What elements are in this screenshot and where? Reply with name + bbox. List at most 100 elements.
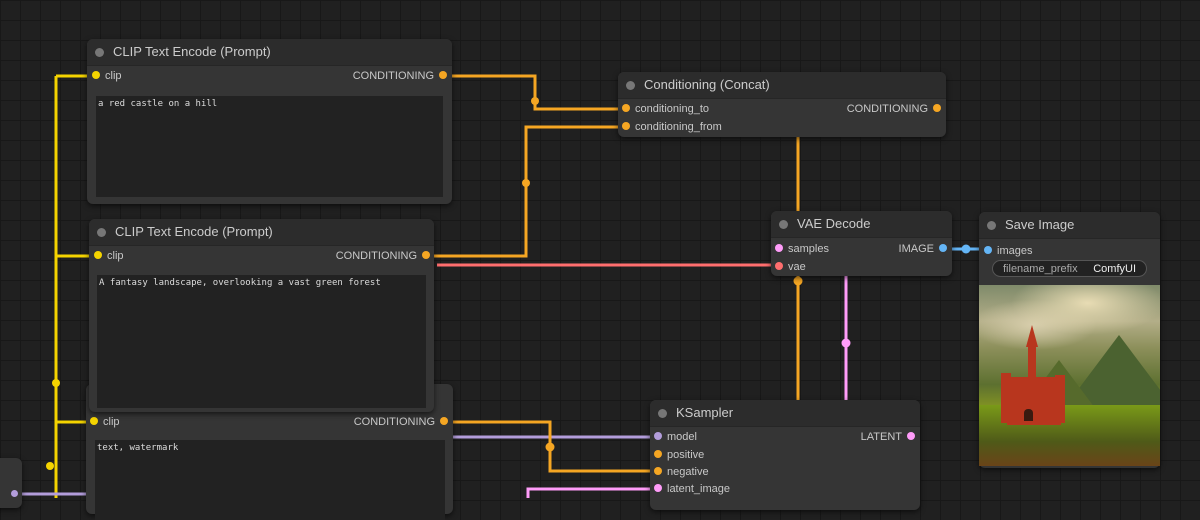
wire-reroute-dot — [522, 179, 530, 187]
slot-label: LATENT — [860, 431, 902, 443]
input-slot-clip[interactable]: clip — [92, 69, 122, 83]
input-slot-conditioning-from[interactable]: conditioning_from — [622, 120, 722, 134]
node-title-text: VAE Decode — [797, 216, 871, 231]
output-slot-conditioning[interactable]: CONDITIONING — [336, 249, 430, 263]
wire-conditioning-to — [442, 74, 626, 111]
collapse-dot-icon[interactable] — [658, 409, 667, 418]
slot-label: negative — [667, 466, 709, 478]
wire-latent-image — [526, 487, 657, 498]
slot-dot-icon[interactable] — [654, 467, 662, 476]
input-slot-samples[interactable]: samples — [775, 242, 829, 256]
slot-label: vae — [788, 261, 806, 273]
node-title-text: KSampler — [676, 405, 734, 420]
input-slot-vae[interactable]: vae — [775, 260, 806, 274]
slot-dot-icon[interactable] — [622, 104, 630, 113]
widget-label: filename_prefix — [1003, 263, 1078, 275]
slot-dot-icon[interactable] — [90, 417, 98, 426]
wire-reroute-dot — [961, 244, 971, 254]
slot-dot-icon[interactable] — [775, 244, 783, 253]
node-clip-text-encode-landscape[interactable]: CLIP Text Encode (Prompt) clip CONDITION… — [89, 219, 434, 412]
output-slot-conditioning[interactable]: CONDITIONING — [354, 415, 448, 429]
node-title-text: CLIP Text Encode (Prompt) — [115, 224, 273, 239]
filename-prefix-widget[interactable]: filename_prefix ComfyUI — [992, 260, 1147, 277]
slot-label: clip — [103, 416, 120, 428]
slot-label: clip — [105, 70, 122, 82]
wire-reroute-dot — [531, 97, 539, 105]
slot-label: clip — [107, 250, 124, 262]
slot-dot-icon[interactable] — [939, 244, 947, 253]
slot-label: samples — [788, 243, 829, 255]
input-slot-clip[interactable]: clip — [90, 415, 120, 429]
image-preview[interactable] — [979, 285, 1160, 466]
slot-dot-icon[interactable] — [654, 450, 662, 459]
widget-value: ComfyUI — [1093, 263, 1136, 275]
slot-dot-icon[interactable] — [984, 246, 992, 255]
node-save-image[interactable]: Save Image images filename_prefix ComfyUI — [979, 212, 1160, 468]
slot-dot-icon[interactable] — [654, 484, 662, 493]
node-vae-decode[interactable]: VAE Decode samples vae IMAGE — [771, 211, 952, 276]
output-slot-latent[interactable]: LATENT — [861, 430, 915, 444]
node-title[interactable]: Conditioning (Concat) — [618, 72, 946, 99]
input-slot-positive[interactable]: positive — [654, 448, 704, 462]
slot-label: CONDITIONING — [335, 250, 417, 262]
wire-conditioning-from — [426, 125, 626, 258]
wire-reroute-dot — [52, 379, 60, 387]
node-title-text: CLIP Text Encode (Prompt) — [113, 44, 271, 59]
collapse-dot-icon[interactable] — [626, 81, 635, 90]
input-slot-images[interactable]: images — [984, 244, 1032, 258]
slot-dot-icon[interactable] — [654, 432, 662, 441]
slot-dot-icon[interactable] — [440, 417, 448, 426]
input-slot-latent-image[interactable]: latent_image — [654, 482, 730, 496]
slot-dot-icon[interactable] — [775, 262, 783, 271]
collapse-dot-icon[interactable] — [987, 221, 996, 230]
input-slot-model[interactable]: model — [654, 430, 697, 444]
prompt-textarea[interactable]: text, watermark — [95, 440, 445, 520]
collapse-dot-icon[interactable] — [779, 220, 788, 229]
node-conditioning-concat[interactable]: Conditioning (Concat) conditioning_to co… — [618, 72, 946, 137]
node-partial-left[interactable] — [0, 458, 22, 508]
node-title-text: Save Image — [1005, 217, 1075, 232]
collapse-dot-icon[interactable] — [95, 48, 104, 57]
slot-label: CONDITIONING — [352, 70, 434, 82]
node-title[interactable]: VAE Decode — [771, 211, 952, 238]
slot-label: images — [997, 245, 1033, 257]
node-title[interactable]: CLIP Text Encode (Prompt) — [89, 219, 434, 246]
output-slot-conditioning[interactable]: CONDITIONING — [847, 102, 941, 116]
output-slot-dot[interactable] — [11, 490, 18, 497]
output-slot-conditioning[interactable]: CONDITIONING — [353, 69, 447, 83]
slot-label: conditioning_to — [635, 103, 710, 115]
input-slot-conditioning-to[interactable]: conditioning_to — [622, 102, 709, 116]
slot-dot-icon[interactable] — [439, 71, 447, 80]
prompt-textarea[interactable]: A fantasy landscape, overlooking a vast … — [97, 275, 426, 408]
input-slot-clip[interactable]: clip — [94, 249, 124, 263]
node-title[interactable]: CLIP Text Encode (Prompt) — [87, 39, 452, 66]
node-ksampler[interactable]: KSampler model positive negative latent_… — [650, 400, 920, 510]
wire-reroute-dot — [841, 338, 851, 348]
wire-reroute-dot — [46, 462, 54, 470]
slot-label: model — [667, 431, 697, 443]
slot-label: CONDITIONING — [353, 416, 435, 428]
slot-dot-icon[interactable] — [907, 432, 915, 441]
wire-clip — [54, 74, 97, 498]
slot-label: latent_image — [667, 483, 730, 495]
slot-label: IMAGE — [898, 243, 934, 255]
wire-reroute-dot — [793, 276, 803, 286]
slot-label: positive — [667, 449, 705, 461]
collapse-dot-icon[interactable] — [97, 228, 106, 237]
wire-model — [22, 435, 657, 496]
slot-dot-icon[interactable] — [94, 251, 102, 260]
node-title[interactable]: KSampler — [650, 400, 920, 427]
slot-dot-icon[interactable] — [92, 71, 100, 80]
node-title-text: Conditioning (Concat) — [644, 77, 770, 92]
node-title[interactable]: Save Image — [979, 212, 1160, 239]
slot-dot-icon[interactable] — [933, 104, 941, 113]
prompt-textarea[interactable]: a red castle on a hill — [96, 96, 443, 197]
slot-dot-icon[interactable] — [422, 251, 430, 260]
input-slot-negative[interactable]: negative — [654, 465, 709, 479]
slot-label: CONDITIONING — [846, 103, 928, 115]
slot-dot-icon[interactable] — [622, 122, 630, 131]
output-slot-image[interactable]: IMAGE — [899, 242, 947, 256]
wire-reroute-dot — [545, 442, 555, 452]
node-clip-text-encode-positive[interactable]: CLIP Text Encode (Prompt) clip CONDITION… — [87, 39, 452, 204]
slot-label: conditioning_from — [635, 121, 722, 133]
